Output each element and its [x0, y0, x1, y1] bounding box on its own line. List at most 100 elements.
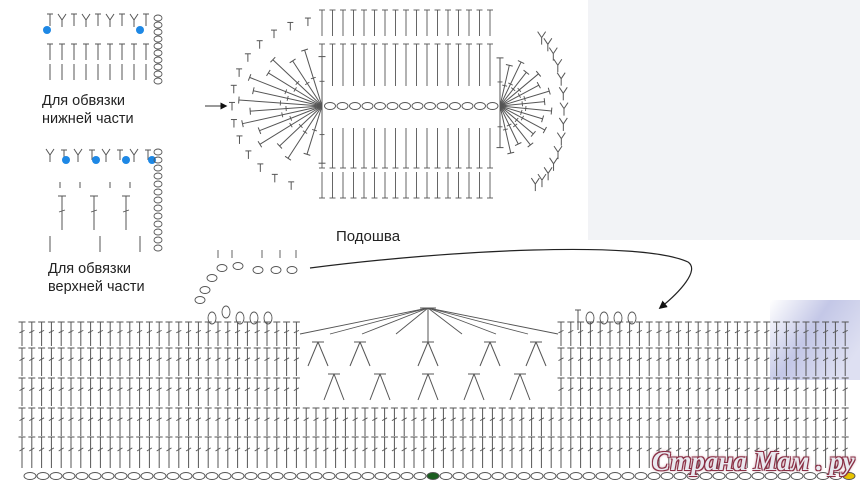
double-crochet-icon [645, 407, 653, 436]
double-crochet-icon [763, 321, 771, 346]
double-crochet-icon [234, 347, 242, 376]
single-crochet-icon [119, 13, 125, 26]
double-crochet-icon [822, 347, 830, 376]
double-crochet-icon [499, 105, 553, 115]
double-crochet-icon [185, 407, 193, 436]
watermark-logo: Страна Мам . ру [652, 446, 855, 476]
double-crochet-icon [665, 347, 673, 376]
double-crochet-icon [284, 105, 323, 161]
chain-stitch-icon [309, 472, 323, 480]
double-crochet-icon [420, 407, 428, 436]
chain-stitch-icon [153, 35, 163, 43]
decrease-icon [509, 373, 531, 401]
double-crochet-icon [841, 377, 849, 406]
double-crochet-icon [596, 436, 604, 468]
double-crochet-icon [361, 407, 369, 436]
double-crochet-icon [270, 56, 323, 107]
double-crochet-icon [655, 377, 663, 406]
double-crochet-icon [302, 407, 310, 436]
chain-stitch-icon [153, 180, 163, 188]
double-crochet-icon [253, 321, 261, 346]
double-crochet-icon [38, 321, 46, 346]
chain-stitch-icon [263, 311, 273, 325]
single-crochet-icon [230, 84, 237, 94]
double-crochet-icon [136, 321, 144, 346]
double-crochet-icon [332, 407, 340, 436]
chain-stitch-icon [322, 472, 336, 480]
double-crochet-icon [224, 407, 232, 436]
slip-stitch-marker-icon [122, 156, 130, 164]
double-crochet-icon [194, 321, 202, 346]
double-crochet-icon [714, 377, 722, 406]
double-crochet-icon [496, 106, 504, 149]
chain-stitch-icon [88, 472, 102, 480]
double-crochet-icon [312, 407, 320, 436]
chain-stitch-icon [153, 49, 163, 57]
double-crochet-icon [567, 436, 575, 468]
double-crochet-icon [116, 436, 124, 468]
double-crochet-icon [743, 407, 751, 436]
double-crochet-icon [537, 407, 545, 436]
double-crochet-icon [645, 436, 653, 468]
double-crochet-icon [253, 436, 261, 468]
double-crochet-icon [831, 321, 839, 346]
chain-stitch-icon [751, 472, 765, 480]
chain-stitch-icon [153, 228, 163, 236]
double-crochet-icon [675, 347, 683, 376]
double-crochet-icon [528, 436, 536, 468]
double-crochet-icon [557, 347, 565, 376]
chain-stitch-icon [324, 102, 336, 110]
double-crochet-icon [204, 347, 212, 376]
chain-stitch-icon [194, 296, 206, 304]
double-crochet-icon [204, 436, 212, 468]
chain-stitch-icon [249, 311, 259, 325]
double-crochet-icon [499, 81, 541, 107]
chain-stitch-icon [595, 472, 609, 480]
chain-stitch-icon [127, 472, 141, 480]
double-crochet-icon [341, 407, 349, 436]
double-crochet-icon [635, 377, 643, 406]
chain-stitch-icon [530, 472, 544, 480]
chain-stitch-icon [153, 188, 163, 196]
upper-trim-chart [45, 148, 163, 252]
double-crochet-icon [165, 347, 173, 376]
chain-stitch-icon [49, 472, 63, 480]
double-crochet-icon [361, 436, 369, 468]
double-crochet-icon [204, 407, 212, 436]
double-crochet-icon [165, 436, 173, 468]
double-crochet-icon [116, 407, 124, 436]
double-crochet-icon [675, 436, 683, 468]
chain-stitch-icon [569, 472, 583, 480]
chain-stitch-icon [296, 472, 310, 480]
double-crochet-icon [126, 436, 134, 468]
double-crochet-icon [488, 436, 496, 468]
chain-stitch-icon [232, 262, 244, 270]
double-crochet-icon [106, 321, 114, 346]
chain-stitch-icon [192, 472, 206, 480]
double-crochet-icon [263, 347, 271, 376]
double-crochet-icon [38, 377, 46, 406]
chain-stitch-icon [777, 472, 791, 480]
chain-stitch-icon [206, 274, 218, 282]
double-crochet-icon [214, 321, 222, 346]
double-crochet-icon [126, 377, 134, 406]
chain-stitch-icon [461, 102, 474, 110]
double-crochet-icon [802, 377, 810, 406]
chain-stitch-icon [153, 236, 163, 244]
double-crochet-icon [841, 407, 849, 436]
double-crochet-icon [753, 321, 761, 346]
double-crochet-icon [635, 347, 643, 376]
chain-stitch-icon [436, 102, 449, 110]
decrease-icon [129, 13, 139, 27]
double-crochet-icon [400, 407, 408, 436]
decrease-icon [530, 177, 540, 192]
chain-stitch-icon [647, 472, 661, 480]
chain-stitch-icon [634, 472, 648, 480]
double-crochet-icon [792, 321, 800, 346]
double-crochet-icon [733, 436, 741, 468]
decrease-icon [549, 157, 558, 171]
double-crochet-icon [301, 48, 323, 107]
double-crochet-icon [586, 377, 594, 406]
double-crochet-icon [577, 407, 585, 436]
double-crochet-icon [155, 377, 163, 406]
